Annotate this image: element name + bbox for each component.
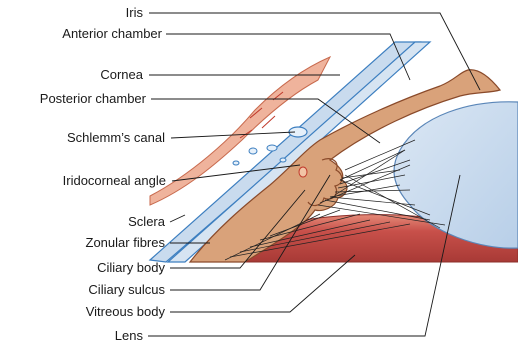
label-lens: Lens [115,328,144,343]
label-zonular-fibres: Zonular fibres [86,235,166,250]
iridocorneal-spot [299,167,307,177]
label-posterior-chamber: Posterior chamber [40,91,147,106]
label-iris: Iris [126,5,144,20]
label-schlemms-canal: Schlemm’s canal [67,130,165,145]
label-ciliary-body: Ciliary body [97,260,165,275]
label-anterior-chamber: Anterior chamber [62,26,162,41]
label-ciliary-sulcus: Ciliary sulcus [88,282,165,297]
label-sclera: Sclera [128,214,166,229]
vessel-4 [280,158,286,162]
vessel-3 [233,161,239,165]
label-cornea: Cornea [100,67,143,82]
vessel-1 [267,145,277,151]
vessel-2 [249,148,257,154]
label-iridocorneal-angle: Iridocorneal angle [63,173,166,188]
label-vitreous-body: Vitreous body [86,304,166,319]
